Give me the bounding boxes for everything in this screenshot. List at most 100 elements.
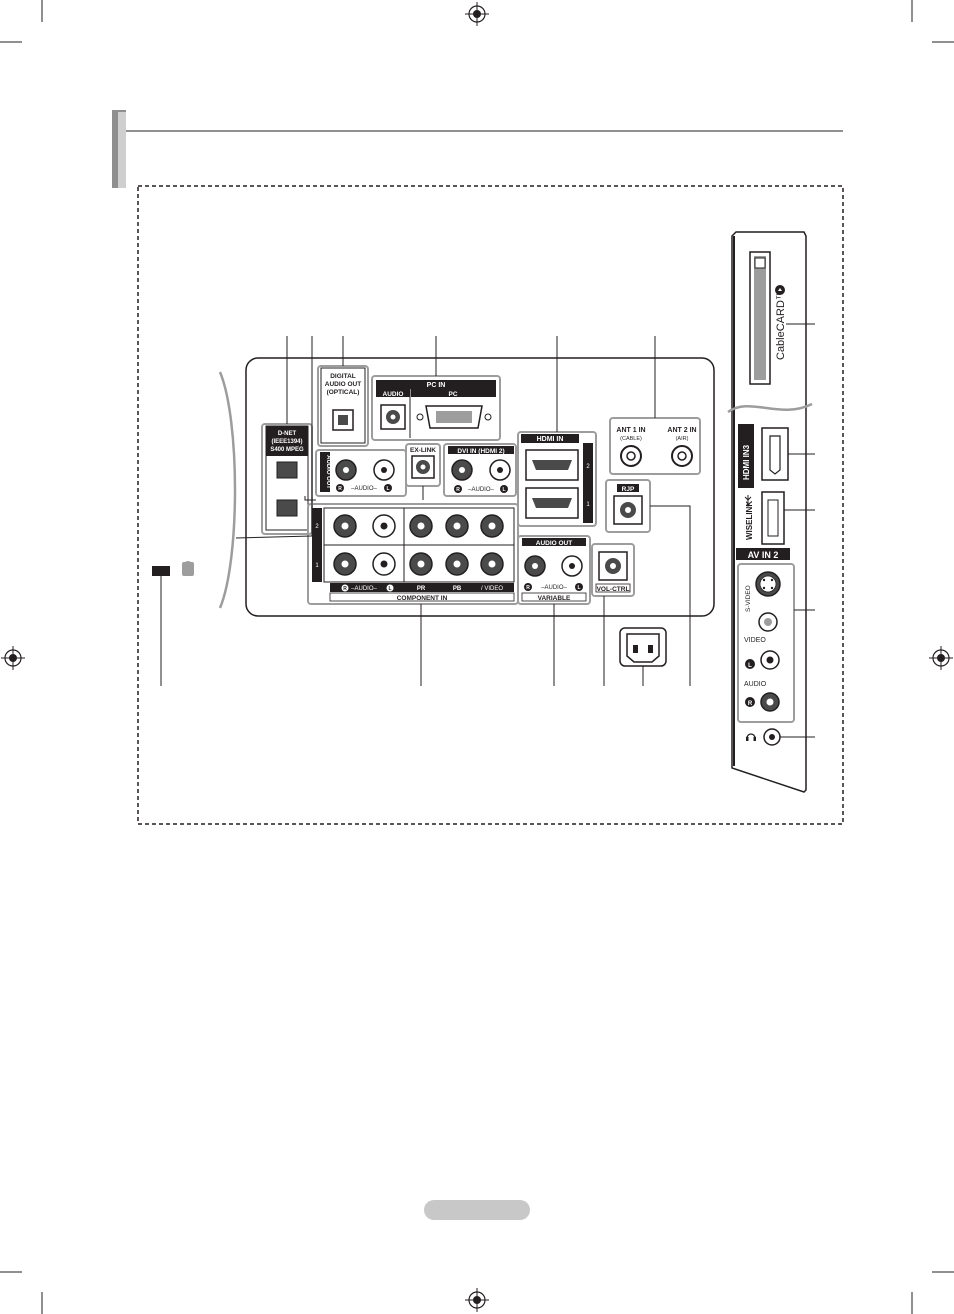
audio-out-variable-label: AUDIO OUT [536,540,573,547]
ant2-label-1: ANT 2 IN [667,427,696,434]
dnet-label-1: D-NET [278,431,297,437]
variable-label: VARIABLE [538,595,571,602]
digital-audio-label-2: AUDIO OUT [325,381,362,388]
registration-mark-icon [1,646,25,670]
audio-out-vertical-label: AUDIO OUT [325,455,331,489]
ex-link-group: EX-LINK [405,443,441,487]
s-video-label: S-VIDEO [745,585,752,612]
audio-out-group: AUDIO OUT R –AUDIO– L [315,449,407,497]
kensington-lock-icon [152,561,194,576]
r-badge: R [456,487,460,493]
dnet-port-2[interactable] [276,499,298,517]
l-badge: L [502,487,505,493]
jack-center [453,522,461,530]
dnet-label-3: S400 MPEG [270,447,304,453]
side-leader-lines [780,323,815,738]
eject-icon [775,285,785,295]
pc-in-pc-label: PC [448,391,457,398]
hdmi-in-group: HDMI IN 2 1 [517,431,597,527]
digital-audio-label-1: DIGITAL [330,373,356,380]
hdmi-in-label: HDMI IN [537,436,564,443]
ant1-label-1: ANT 1 IN [616,427,645,434]
jack-center [417,560,425,568]
pr-label: PR [417,586,426,592]
pc-audio-jack[interactable] [380,404,406,430]
pc-in-group: PC IN AUDIO PC [371,375,501,441]
av-in-label-3: 1 [314,556,318,562]
jack-center [380,522,388,530]
r-badge: R [526,585,530,591]
leader-lines [160,336,691,686]
r-badge: R [343,586,347,592]
audio-out-audio-label: –AUDIO– [351,486,377,492]
l-badge: L [748,663,752,669]
page-number-pill [424,1200,530,1220]
dvi-audio-label: –AUDIO– [468,487,494,493]
av-in-label-2: IN [313,549,319,555]
vol-ctrl-label: VOL-CTRL [597,586,630,593]
wiselink-label: WISELINK [745,501,754,540]
video-label: VIDEO [744,637,766,644]
hdmi-port-2[interactable] [525,449,579,481]
dvi-in-group: DVI IN (HDMI 2) R –AUDIO– L [443,443,517,497]
hdmi-in3-group: HDMI IN3 [738,424,789,488]
variable-audio-label: –AUDIO– [541,585,567,591]
l-badge: L [386,486,389,492]
audio-label: AUDIO [744,681,767,688]
cablecard-slot[interactable] [749,251,771,385]
r-badge: R [748,701,753,707]
diagram-frame [137,185,844,825]
jack-center [453,560,461,568]
ex-link-label: EX-LINK [410,447,436,454]
pc-in-audio-label: AUDIO [383,391,404,398]
jack-center [488,560,496,568]
hdmi-in3-port[interactable] [761,427,789,481]
hdmi-in3-label: HDMI IN3 [742,444,751,480]
vga-port[interactable] [416,405,492,429]
rear-panel [218,357,715,617]
rjp-group: RJP [605,479,651,533]
power-socket-icon[interactable] [619,627,667,667]
headphone-icon [746,733,756,741]
jack-center [341,522,349,530]
registration-mark-icon [465,1288,489,1312]
component-in-label: COMPONENT IN [397,595,448,602]
hdmi-port-1[interactable] [525,487,579,519]
av-in-label-1: AV [312,542,320,548]
l-badge: L [577,585,580,591]
row-1-label: 1 [315,563,319,569]
av-in-2-label: AV IN 2 [748,550,779,560]
ant2-label-2: (AIR) [676,436,689,442]
pb-label: PB [453,586,462,592]
pc-in-label: PC IN [427,382,446,389]
jack-center [417,522,425,530]
jack-center [488,522,496,530]
hdmi-port-1-label: 1 [586,502,590,508]
section-header [112,110,843,188]
y-video-label: / VIDEO [481,586,503,592]
rjp-label: RJP [622,486,635,493]
jack-center [341,560,349,568]
ant1-label-2: (CABLE) [620,436,642,442]
digital-audio-label-3: (OPTICAL) [327,389,360,396]
antenna-group: ANT 1 IN (CABLE) ANT 2 IN (AIR) [609,417,701,475]
l-badge: L [388,586,391,592]
row-2-label: 2 [315,524,319,530]
dnet-label-2: (IEEE1394) [271,439,302,445]
wiselink-group: WISELINK [744,491,785,545]
usb-icon [744,495,752,507]
cablecard-label: CableCARD™ [775,289,787,360]
av-component-group: 2 1 AV IN 1 R –AUDIO– L PR PB / VIDEO CO… [307,503,519,605]
av-in-2-group: AV IN 2 S-VIDEO VIDEO L AUDIO R [736,548,795,723]
registration-mark-icon [929,646,953,670]
vol-ctrl-group: VOL-CTRL [591,543,635,597]
r-badge: R [338,486,342,492]
hdmi-port-2-label: 2 [586,464,590,470]
registration-mark-icon [465,2,489,26]
dvi-in-label: DVI IN (HDMI 2) [457,448,504,455]
jack-center [380,560,388,568]
dnet-port-1[interactable] [276,461,298,479]
